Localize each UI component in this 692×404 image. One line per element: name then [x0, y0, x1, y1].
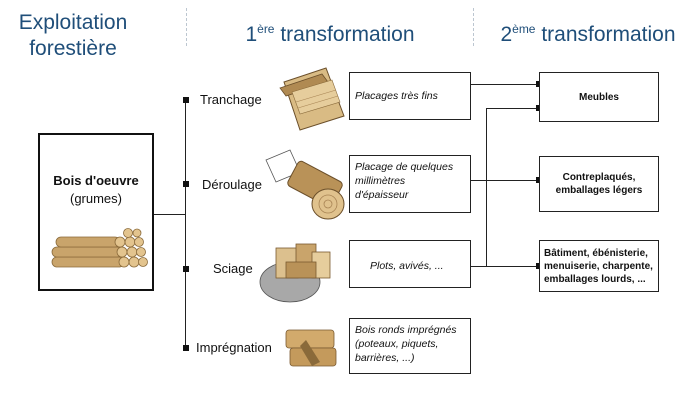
ordinal-suffix: ème [512, 22, 536, 36]
source-subtitle: (grumes) [69, 191, 122, 206]
source-box: Bois d'oeuvre (grumes) [38, 133, 154, 291]
process-label-deroulage: Déroulage [202, 177, 262, 192]
title-text: transformation [535, 23, 676, 46]
result-text-block: Bâtiment, ébénisterie, menuiserie, charp… [544, 247, 653, 286]
result-box-contreplaques: Contreplaqués, emballages légers [539, 156, 659, 212]
sliced-timber-icon [279, 67, 345, 131]
column-separator-1 [186, 8, 187, 46]
result-box-batiment: Bâtiment, ébénisterie, menuiserie, charp… [539, 240, 659, 292]
sawn-log-icon [259, 243, 331, 303]
title-text: transformation [274, 23, 415, 46]
ordinal-suffix: ère [257, 22, 275, 36]
source-title: Bois d'oeuvre [53, 173, 139, 188]
column-title-line-1: Exploitation [18, 11, 128, 34]
product-box-placage-millimetres: Placage de quelques millimètres d'épaiss… [349, 155, 471, 213]
column-title-line-2: forestière [29, 37, 117, 60]
treated-poles-icon [285, 329, 337, 367]
column-separator-2 [473, 8, 474, 46]
node-deroulage [183, 181, 189, 187]
product-box-bois-ronds: Bois ronds imprégnés (poteaux, piquets, … [349, 318, 471, 374]
result-text-line-3: emballages lourds, ... [544, 273, 646, 285]
connector-placages-meubles [471, 84, 539, 85]
product-text-line-3: d'épaisseur [355, 189, 409, 201]
connector-placage-contreplaques [471, 180, 539, 181]
process-label-impregnation: Imprégnation [196, 340, 272, 355]
connector-trunk-results [486, 108, 487, 267]
connector-to-meubles [486, 108, 539, 109]
product-text-line-1: Placage de quelques [355, 161, 454, 173]
peeled-log-icon [265, 149, 345, 220]
product-text-line-2: (poteaux, piquets, [355, 338, 439, 350]
node-tranchage [183, 97, 189, 103]
node-impregnation [183, 345, 189, 351]
connector-to-batiment [486, 266, 539, 267]
result-box-meubles: Meubles [539, 72, 659, 122]
log-pile-icon [51, 228, 148, 268]
product-text: Plots, avivés, ... [370, 260, 444, 272]
result-text: Meubles [578, 91, 619, 103]
product-box-plots: Plots, avivés, ... [349, 240, 471, 288]
product-box-placages: Placages très fins [349, 72, 471, 120]
result-text-block: Contreplaqués, emballages légers [556, 171, 643, 197]
product-text-line-2: millimètres [355, 175, 406, 187]
column-title-second-transformation: 2ème transformation [488, 16, 688, 48]
product-text-line-3: barrières, ...) [355, 352, 415, 364]
connector-source [154, 214, 185, 215]
result-text-line-1: Bâtiment, ébénisterie, [544, 247, 648, 259]
trunk-line [185, 99, 186, 348]
product-text: Placages très fins [355, 90, 438, 102]
product-text-line-1: Bois ronds imprégnés [355, 324, 457, 336]
result-text-line-1: Contreplaqués, [562, 172, 636, 183]
process-label-sciage: Sciage [213, 261, 253, 276]
result-text-line-2: menuiserie, charpente, [544, 260, 653, 272]
result-text-line-2: emballages légers [555, 185, 643, 196]
node-sciage [183, 266, 189, 272]
column-title-exploitation: Exploitation forestière [0, 10, 146, 62]
process-label-tranchage: Tranchage [200, 92, 262, 107]
column-title-first-transformation: 1ère transformation [205, 16, 455, 48]
ordinal-number: 1 [245, 23, 258, 46]
ordinal-number: 2 [500, 23, 513, 46]
connector-plots-out [471, 266, 487, 267]
